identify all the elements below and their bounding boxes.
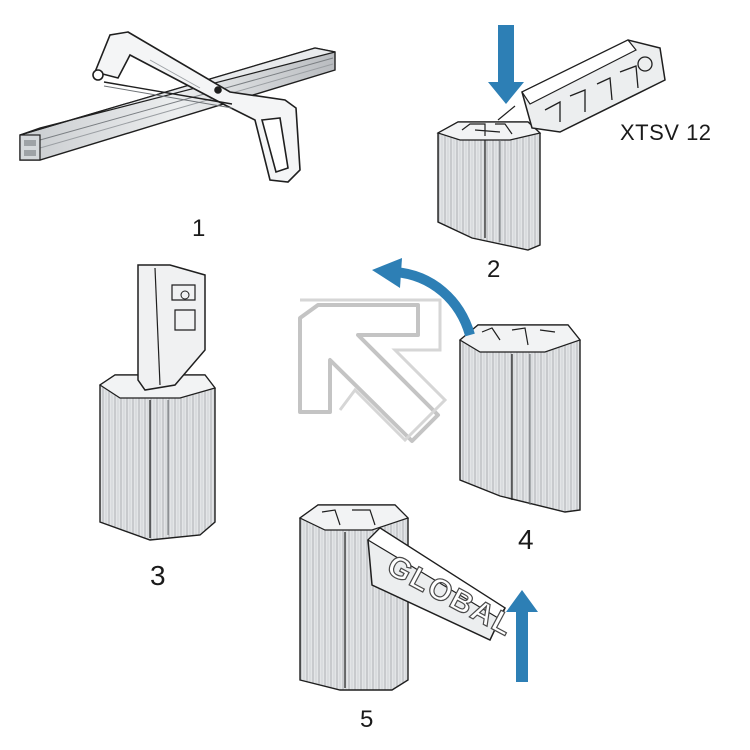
step-1-hacksaw-illustration [19,31,336,183]
step-4-label: 4 [518,524,534,555]
step-2-illustration [436,25,666,251]
blue-down-arrow-icon [488,25,524,104]
step-1-label: 1 [192,215,206,242]
step-3-label: 3 [150,560,166,591]
diagonal-arrow-outline-icon [298,298,448,443]
profile-rail [19,47,336,161]
model-code-label: XTSV 12 [620,120,712,145]
step-5-label: 5 [360,706,374,733]
step-2-label: 2 [487,256,501,283]
step-3-illustration [98,264,217,541]
blue-curved-arrow-icon [372,258,475,337]
step-4-illustration [372,258,582,513]
profile-section [436,121,542,251]
step-5-illustration: GLOBAL [298,504,538,691]
end-cap-part [497,39,666,133]
blue-up-arrow-icon [506,590,538,682]
cover-strip-part [137,264,206,391]
hacksaw-icon [92,31,301,183]
